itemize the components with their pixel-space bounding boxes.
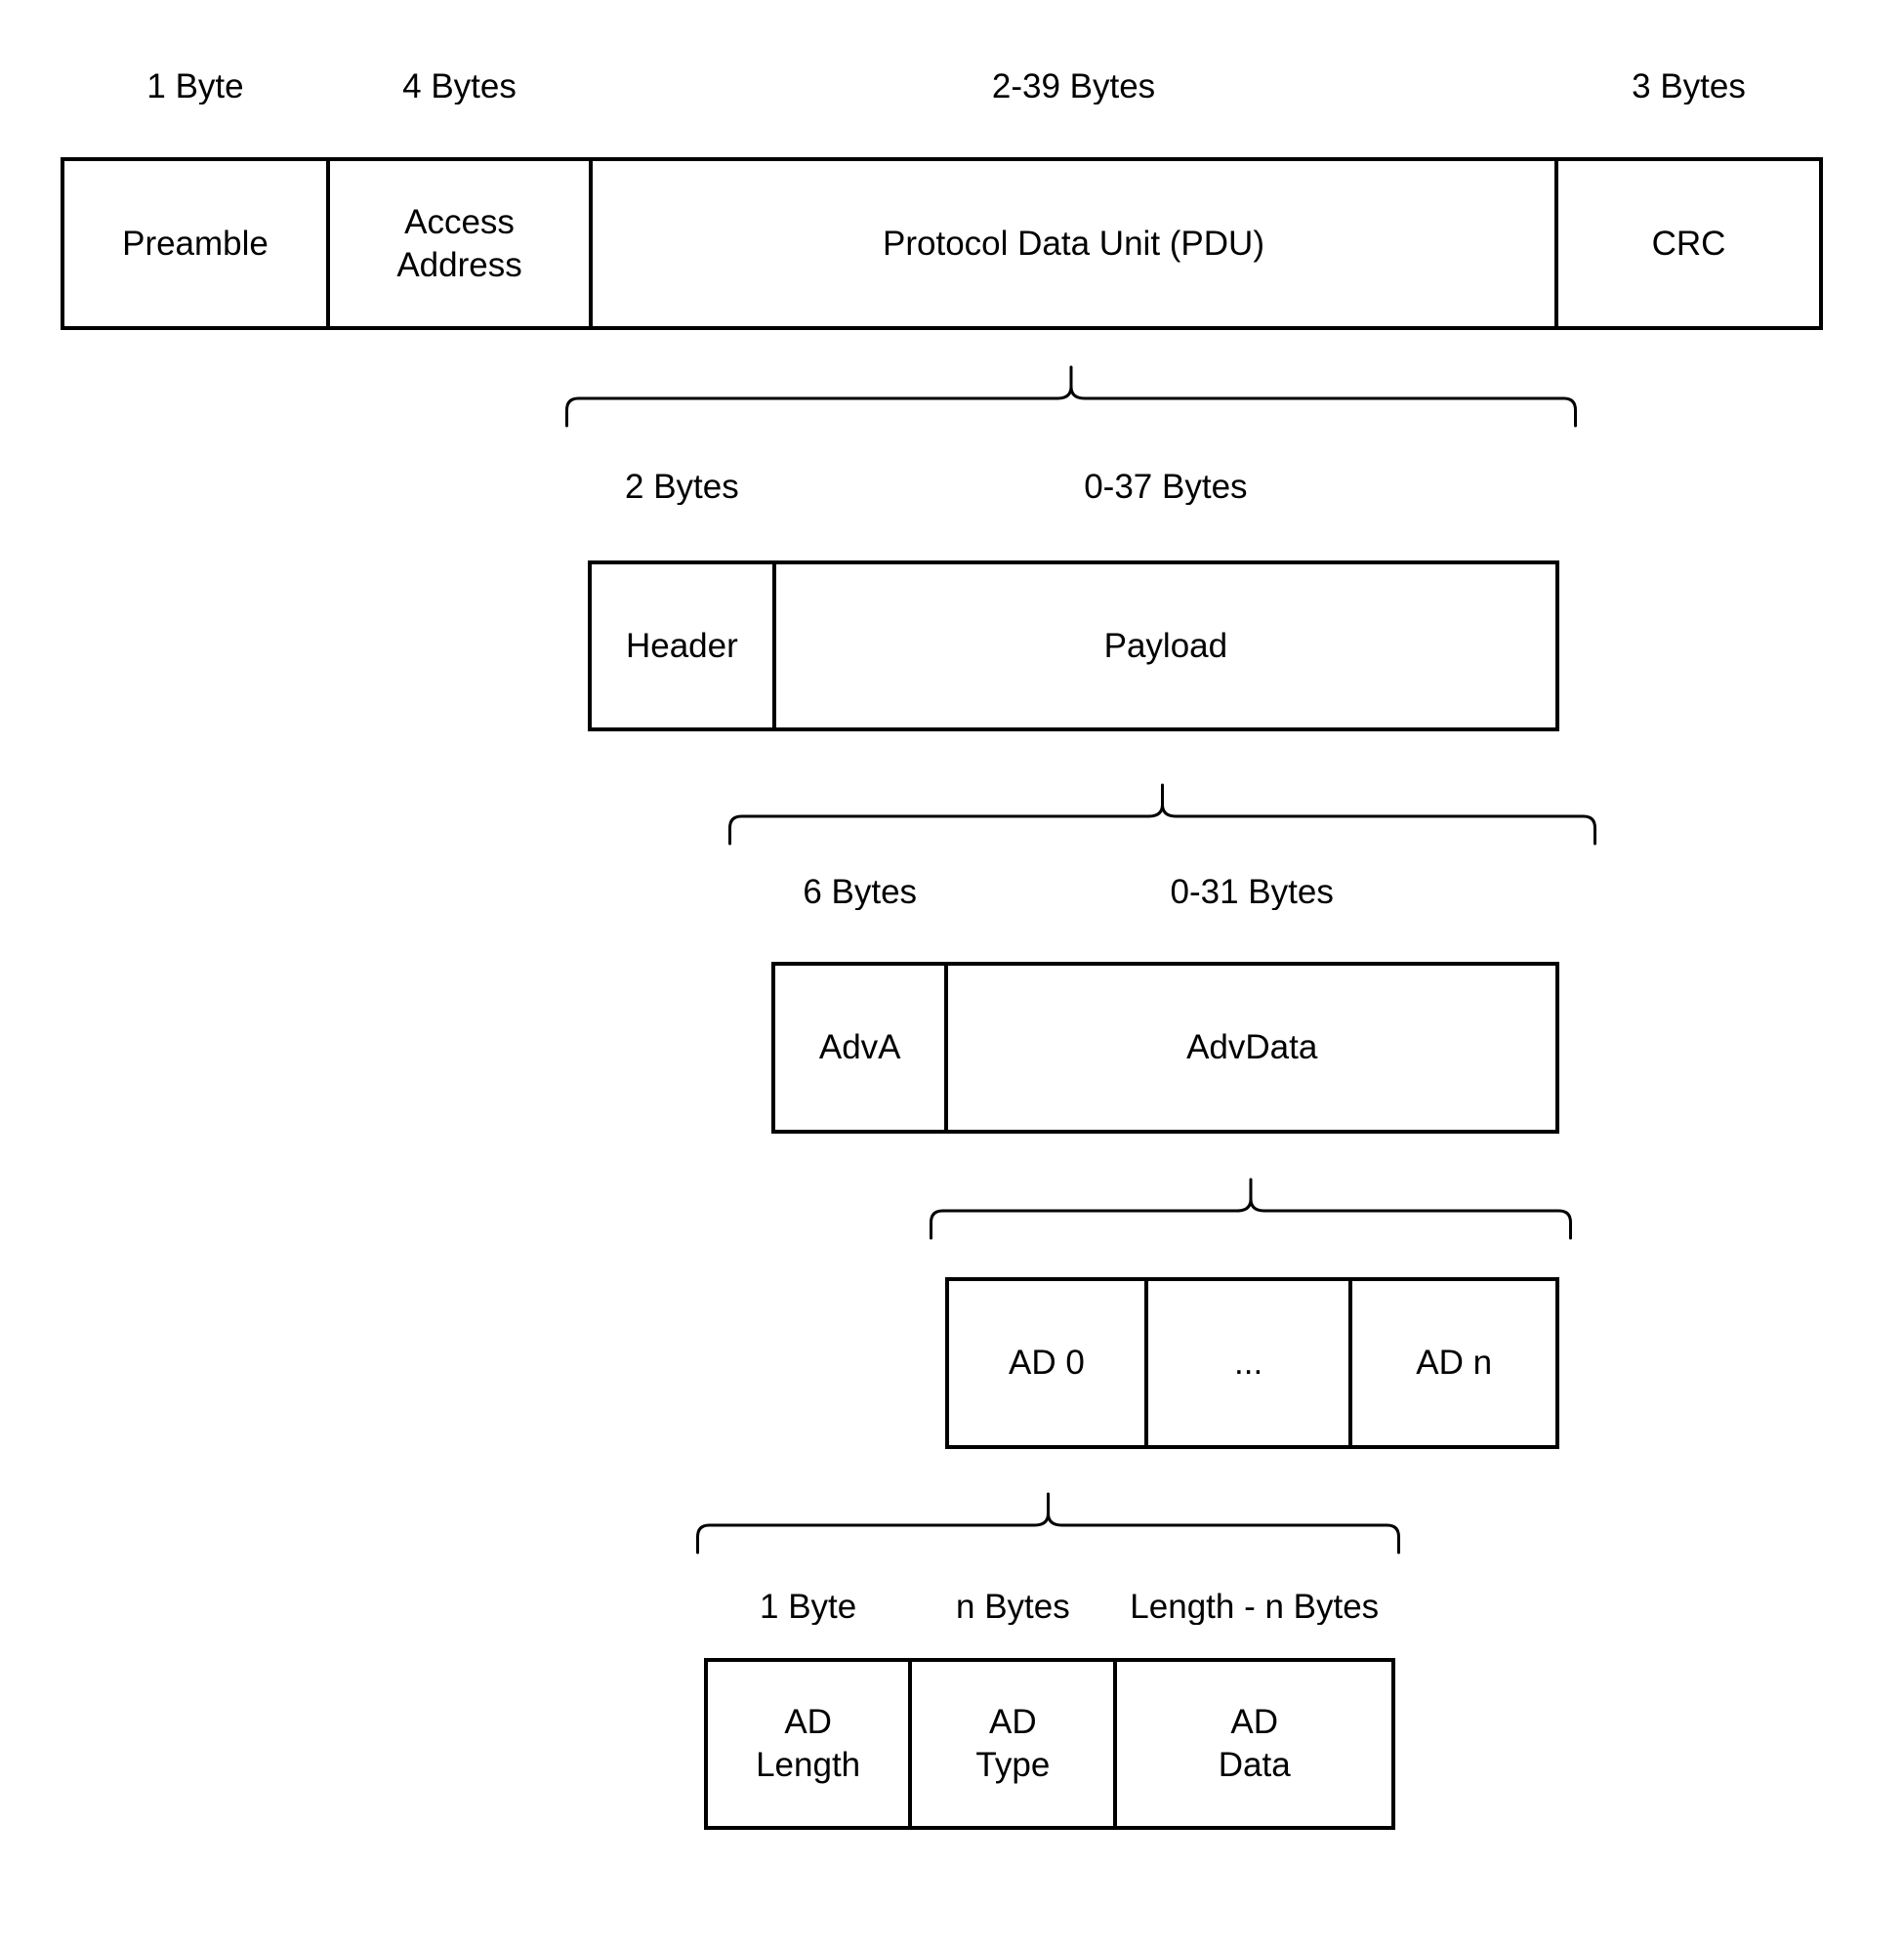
- field-payload: Payload: [771, 564, 1555, 727]
- size-label-adva: 6 Bytes: [803, 875, 918, 910]
- payload-size-labels: 6 Bytes 0-31 Bytes: [771, 871, 1559, 914]
- field-preamble: Preamble: [122, 224, 269, 263]
- size-label-preamble: 1 Byte: [146, 69, 244, 104]
- link-layer-fields: Preamble Access Address Protocol Data Un…: [61, 157, 1823, 330]
- size-label-access-address: 4 Bytes: [402, 69, 517, 104]
- size-label-header: 2 Bytes: [625, 470, 739, 505]
- size-label-pdu: 2-39 Bytes: [991, 69, 1156, 104]
- size-label-payload: 0-37 Bytes: [1084, 470, 1248, 505]
- field-ad-data: AD Data: [1113, 1662, 1391, 1826]
- brace-ad0-expansion: [696, 1492, 1400, 1554]
- size-label-ad-data: Length - n Bytes: [1130, 1590, 1380, 1625]
- field-access-address: Access Address: [326, 161, 589, 326]
- field-ad0: AD 0: [1008, 1344, 1085, 1382]
- field-advdata: AdvData: [944, 966, 1555, 1130]
- pdu-fields: Header Payload: [588, 560, 1559, 731]
- link-layer-size-labels: 1 Byte 4 Bytes 2-39 Bytes 3 Bytes: [61, 65, 1823, 108]
- field-header: Header: [625, 626, 738, 665]
- payload-fields: AdvA AdvData: [771, 962, 1559, 1134]
- field-ad-ellipsis: ...: [1143, 1281, 1349, 1445]
- field-adva: AdvA: [818, 1028, 901, 1066]
- brace-payload-expansion: [728, 783, 1596, 846]
- field-ad-length: AD Length: [756, 1703, 861, 1784]
- field-crc: CRC: [1554, 161, 1819, 326]
- size-label-ad-type: n Bytes: [956, 1590, 1070, 1625]
- brace-advdata-expansion: [930, 1178, 1572, 1240]
- field-pdu: Protocol Data Unit (PDU): [589, 161, 1554, 326]
- field-adn: AD n: [1348, 1281, 1555, 1445]
- pdu-size-labels: 2 Bytes 0-37 Bytes: [588, 466, 1559, 509]
- size-label-ad-length: 1 Byte: [760, 1590, 857, 1625]
- size-label-crc: 3 Bytes: [1632, 69, 1746, 104]
- field-ad-type: AD Type: [908, 1662, 1113, 1826]
- advdata-fields: AD 0 ... AD n: [945, 1277, 1559, 1449]
- brace-pdu-expansion: [565, 365, 1577, 428]
- ad-structure-size-labels: 1 Byte n Bytes Length - n Bytes: [704, 1586, 1395, 1629]
- size-label-advdata: 0-31 Bytes: [1170, 875, 1334, 910]
- ad-structure-fields: AD Length AD Type AD Data: [704, 1658, 1395, 1830]
